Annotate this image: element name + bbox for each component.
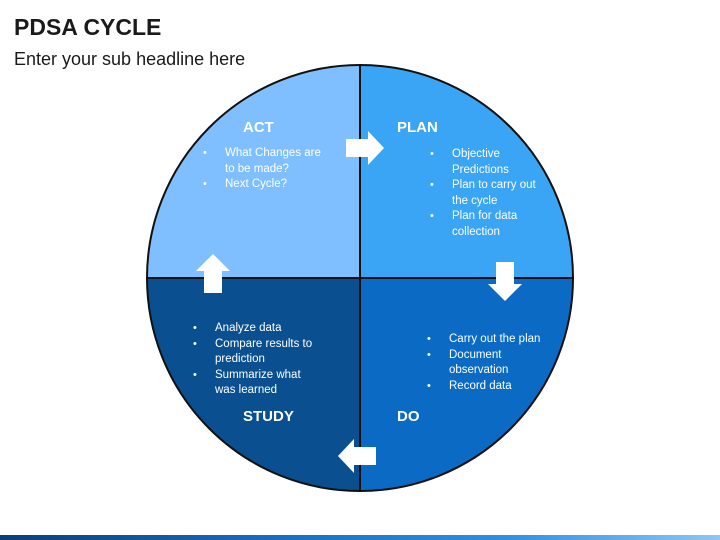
list-item: Summarize what was learned: [193, 368, 318, 399]
study-bullet-list: Analyze data Compare results to predicti…: [193, 321, 318, 399]
list-item: Plan to carry out the cycle: [430, 178, 550, 209]
quadrant-label-plan: PLAN: [397, 119, 438, 136]
list-item: Compare results to prediction: [193, 337, 318, 368]
list-item: Plan for data collection: [430, 209, 550, 240]
page-subtitle: Enter your sub headline here: [14, 49, 246, 69]
arrow-study-to-act: [196, 254, 230, 293]
list-item: Carry out the plan: [427, 332, 557, 348]
quadrant-label-study: STUDY: [243, 408, 294, 425]
list-item: What Changes are to be made?: [203, 146, 321, 177]
arrow-act-to-plan: [346, 131, 384, 165]
list-item: Document observation: [427, 348, 557, 379]
list-item: Record data: [427, 379, 557, 395]
page-title: PDSA CYCLE: [14, 14, 162, 40]
list-item: Objective Predictions: [430, 147, 550, 178]
plan-bullet-list: Objective Predictions Plan to carry out …: [430, 147, 550, 240]
list-item: Analyze data: [193, 321, 318, 337]
quadrant-label-act: ACT: [243, 119, 274, 136]
footer-bar: [0, 535, 720, 540]
act-bullet-list: What Changes are to be made? Next Cycle?: [203, 146, 321, 193]
list-item: Next Cycle?: [203, 177, 321, 193]
quadrant-label-do: DO: [397, 408, 420, 425]
arrow-plan-to-do: [488, 262, 522, 301]
arrow-do-to-study: [338, 439, 376, 473]
do-bullet-list: Carry out the plan Document observation …: [427, 332, 557, 394]
